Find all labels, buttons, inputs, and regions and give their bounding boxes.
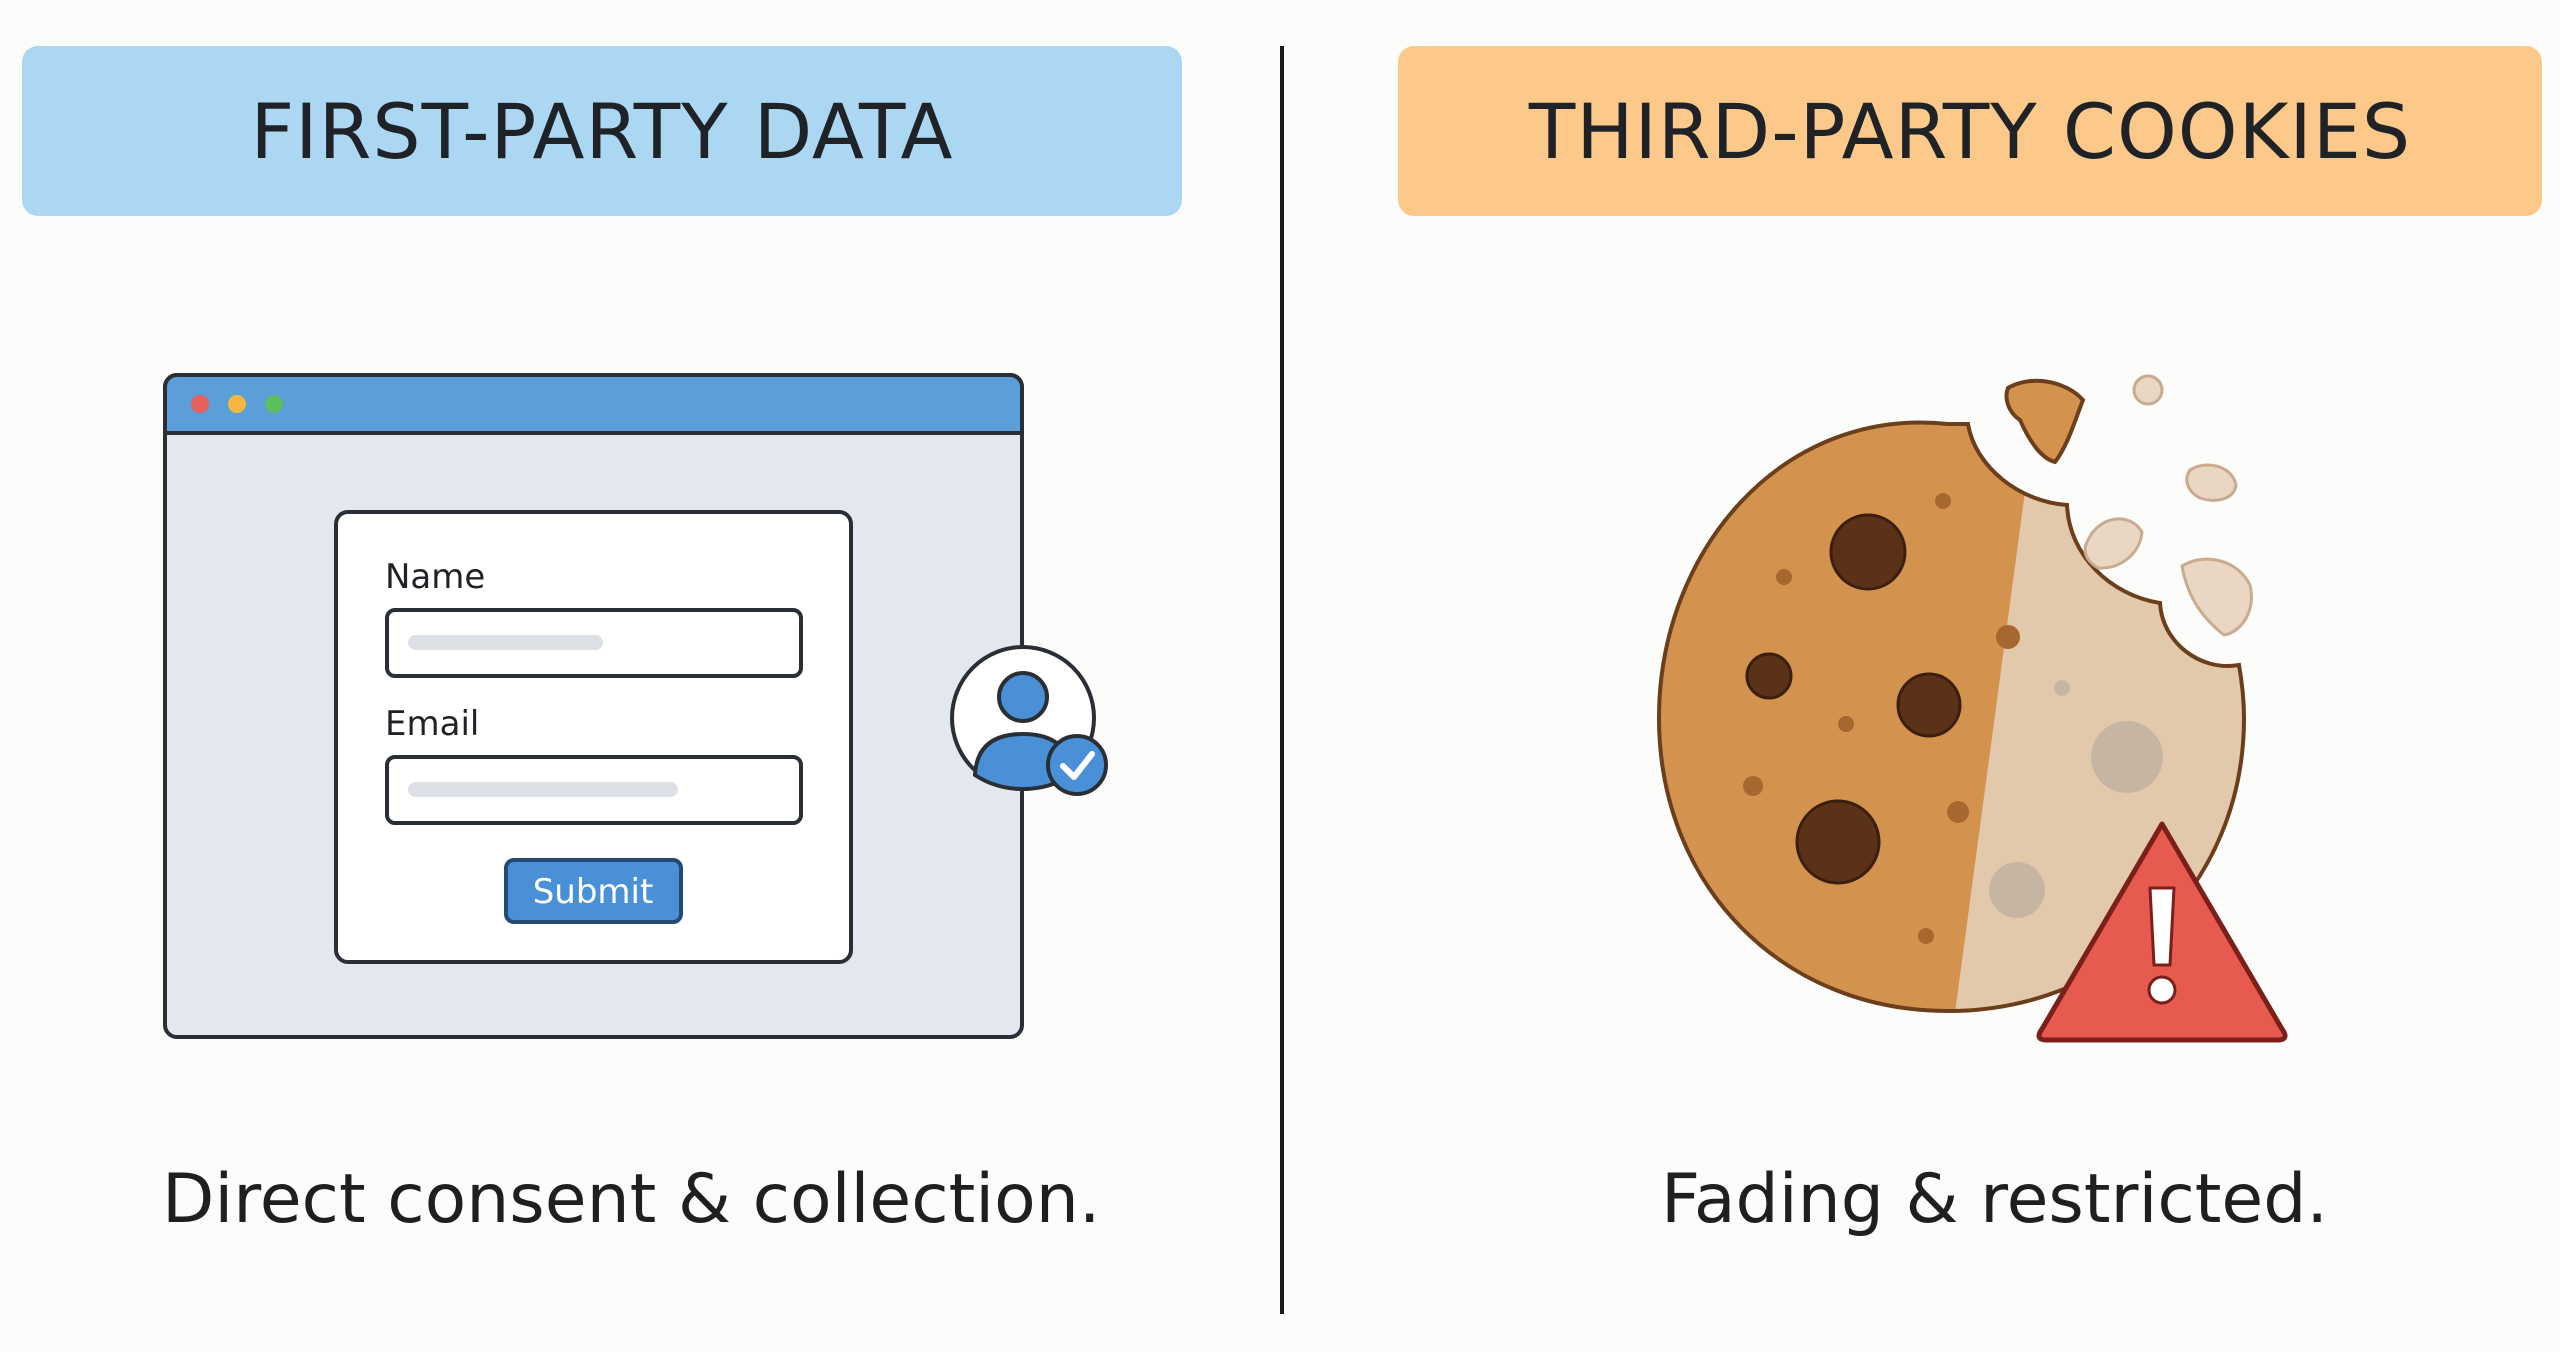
window-close-dot: [191, 395, 209, 413]
first-party-caption: Direct consent & collection.: [162, 1160, 1101, 1239]
email-label: Email: [385, 704, 479, 744]
window-minimize-dot: [228, 395, 246, 413]
third-party-caption: Fading & restricted.: [1661, 1160, 2329, 1239]
third-party-header: THIRD-PARTY COOKIES: [1398, 46, 2542, 216]
email-input-placeholder: [408, 782, 678, 797]
user-check-icon: [950, 645, 1108, 796]
window-maximize-dot: [265, 395, 283, 413]
center-divider: [1280, 46, 1284, 1314]
warning-icon: [2036, 821, 2288, 1043]
browser-title-bar: [163, 373, 1024, 435]
name-label: Name: [385, 557, 485, 597]
submit-label[interactable]: Submit: [533, 872, 654, 912]
browser-illustration: Name Email Submit: [163, 373, 1108, 1039]
name-input-placeholder: [408, 635, 603, 650]
first-party-header: FIRST-PARTY DATA: [22, 46, 1182, 216]
submit-button[interactable]: Submit: [504, 858, 683, 924]
